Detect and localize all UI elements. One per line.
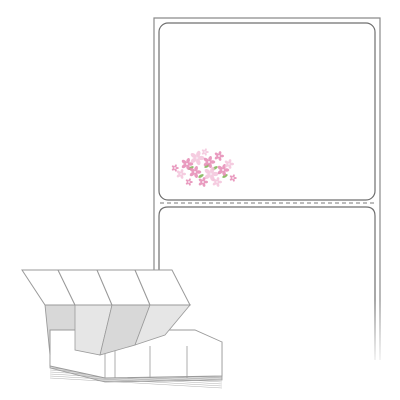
flower-blossom <box>212 177 222 187</box>
label-liner <box>153 17 381 360</box>
flower-blossom <box>203 156 216 168</box>
flower-blossom <box>185 178 193 186</box>
flower-leaf <box>198 174 204 178</box>
stack-sheet-edge <box>49 375 223 387</box>
label-top <box>158 22 376 201</box>
flower-blossom <box>171 164 179 172</box>
flower-leaf <box>222 174 228 178</box>
flower-blossom <box>217 164 230 176</box>
flower-blossom <box>190 150 205 166</box>
pink-flower-cluster-icon <box>171 148 237 187</box>
fold-panel-top <box>21 269 191 306</box>
flower-blossom <box>189 166 202 178</box>
flower-blossom <box>181 158 194 170</box>
fanfold-stack-illustration <box>21 269 223 389</box>
flower-blossom <box>198 177 208 187</box>
flower-blossom <box>214 151 224 161</box>
flower-blossom <box>229 174 237 182</box>
flower-blossom <box>201 148 209 156</box>
flower-blossom <box>224 159 234 169</box>
label-second <box>158 206 376 360</box>
stack-sheet-edge <box>49 373 223 385</box>
fold-panel-middle <box>44 304 192 356</box>
stack-sheet-edge <box>49 377 223 389</box>
flower-blossom <box>176 169 186 179</box>
